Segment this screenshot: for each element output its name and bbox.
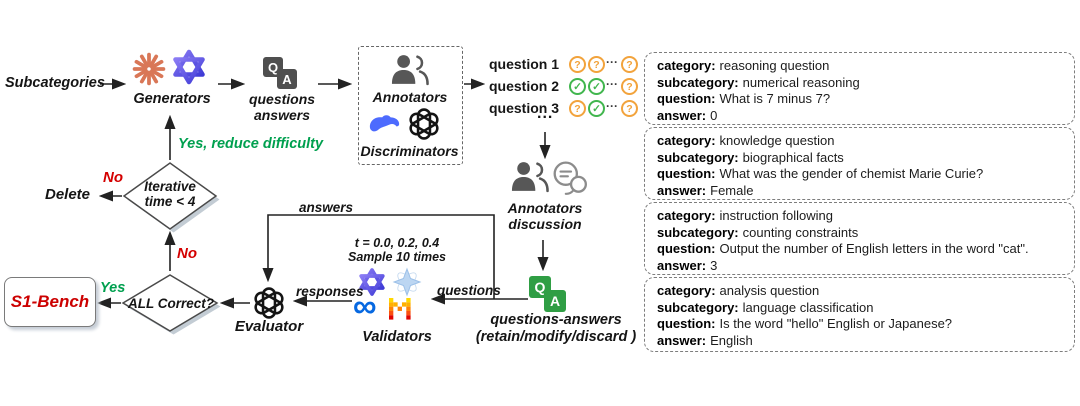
decision-all-correct-diamond [121,274,221,335]
validators-label: Validators [362,329,432,345]
s1-bench-node: S1-Bench [4,277,96,327]
field-label: subcategory: [657,299,739,315]
generators-label: Generators [133,91,211,107]
edge-yes-label: Yes [100,280,126,296]
question-list-ellipsis: ... [537,105,554,122]
example-box-3: category:instruction following subcatego… [644,202,1075,275]
field-label: category: [657,208,716,223]
decision-iterative-diamond [122,162,220,233]
edge-no-label-bottom: No [177,245,197,262]
delete-label: Delete [45,186,91,203]
field-value: language classification [742,299,874,315]
field-label: answer: [657,182,707,198]
field-label: question: [657,166,716,181]
answer-tile-icon: A [277,69,297,89]
speech-bubbles-icon [553,161,587,195]
field-label: subcategory: [657,224,739,240]
question-row-2: question 2 ✓✓···? [489,76,638,96]
field-label: category: [657,283,716,298]
field-value: reasoning question [719,58,830,73]
example-box-4: category:analysis question subcategory:l… [644,277,1075,352]
field-value: Is the word "hello" English or Japanese? [719,316,953,331]
edge-responses-label: responses [296,284,364,299]
ellipsis: ··· [606,76,618,91]
check-circle-icon: ✓ [569,78,586,96]
question-row-3: question 3 ?✓···? [489,98,638,118]
s1-bench-label: S1-Bench [10,292,90,311]
annotators-people-icon [391,55,429,86]
evaluator-label: Evaluator [234,318,304,335]
annotators-discriminators-box [358,46,463,165]
field-value: counting constraints [742,224,859,240]
field-value: Female [710,182,754,198]
field-value: analysis question [719,283,820,298]
field-value: 0 [710,107,718,123]
question-circle-icon: ? [621,78,638,96]
ellipsis: ··· [606,98,618,113]
question-circle-icon: ? [588,56,605,74]
question-circle-icon: ? [621,100,638,118]
example-box-1: category:reasoning question subcategory:… [644,52,1075,125]
field-label: question: [657,316,716,331]
edge-yes-reduce-difficulty-label: Yes, reduce difficulty [178,136,324,152]
check-circle-icon: ✓ [588,78,605,96]
deepseek-logo-icon [369,115,400,132]
question-circle-icon: ? [569,56,586,74]
questions-answers-green-label: questions-answers (retain/modify/discard… [475,312,637,345]
question-row-label: question 1 [489,56,560,72]
openai-logo-icon [409,108,439,140]
edge-answers-label: answers [299,200,354,215]
questions-answers-node-label: questions answers [248,91,316,123]
discriminators-label: Discriminators [360,143,459,159]
question-row-marks: ??···? [567,55,638,74]
sparkle-logo-icon [392,267,422,297]
field-label: answer: [657,107,707,123]
decision-iterative-label: Iterative time < 4 [144,179,196,209]
field-label: question: [657,241,716,256]
question-circle-icon: ? [569,100,586,118]
discussion-people-icon [511,162,549,193]
mistral-logo-icon [389,298,411,320]
field-label: category: [657,58,716,73]
question-row-label: question 2 [489,78,560,94]
qwen-logo-icon [173,49,205,85]
qwen-logo-icon [359,268,385,296]
field-label: answer: [657,257,707,273]
example-box-2: category:knowledge question subcategory:… [644,127,1075,200]
validators-sampling-note: t = 0.0, 0.2, 0.4 Sample 10 times [348,236,446,264]
question-row-marks: ?✓···? [567,99,638,118]
edge-no-label-top: No [103,169,123,186]
field-label: subcategory: [657,149,739,165]
field-label: question: [657,91,716,106]
edge-questions-label: questions [437,283,501,298]
field-label: subcategory: [657,74,739,90]
field-value: What is 7 minus 7? [719,91,831,106]
answer-tile-green-icon: A [544,290,566,312]
ellipsis: ··· [606,54,618,69]
field-label: answer: [657,332,707,348]
annotators-discussion-label: Annotators discussion [507,200,583,232]
meta-logo-icon: ∞ [353,287,377,324]
field-value: instruction following [719,208,833,223]
annotators-label: Annotators [372,89,448,105]
field-value: knowledge question [719,133,835,148]
field-value: What was the gender of chemist Marie Cur… [719,166,984,181]
field-label: category: [657,133,716,148]
decision-all-correct-label: ALL Correct? [127,296,214,311]
question-circle-icon: ? [621,56,638,74]
openai-logo-icon [254,287,284,319]
question-row-1: question 1 ??···? [489,54,638,74]
field-value: Output the number of English letters in … [719,241,1029,256]
check-circle-icon: ✓ [588,100,605,118]
field-value: English [710,332,753,348]
question-row-label: question 3 [489,100,560,116]
field-value: 3 [710,257,718,273]
question-row-marks: ✓✓···? [567,77,638,96]
flow-arrows [96,78,551,309]
claude-logo-icon [132,52,166,86]
subcategories-label: Subcategories [5,75,105,91]
field-value: biographical facts [742,149,844,165]
field-value: numerical reasoning [742,74,860,90]
